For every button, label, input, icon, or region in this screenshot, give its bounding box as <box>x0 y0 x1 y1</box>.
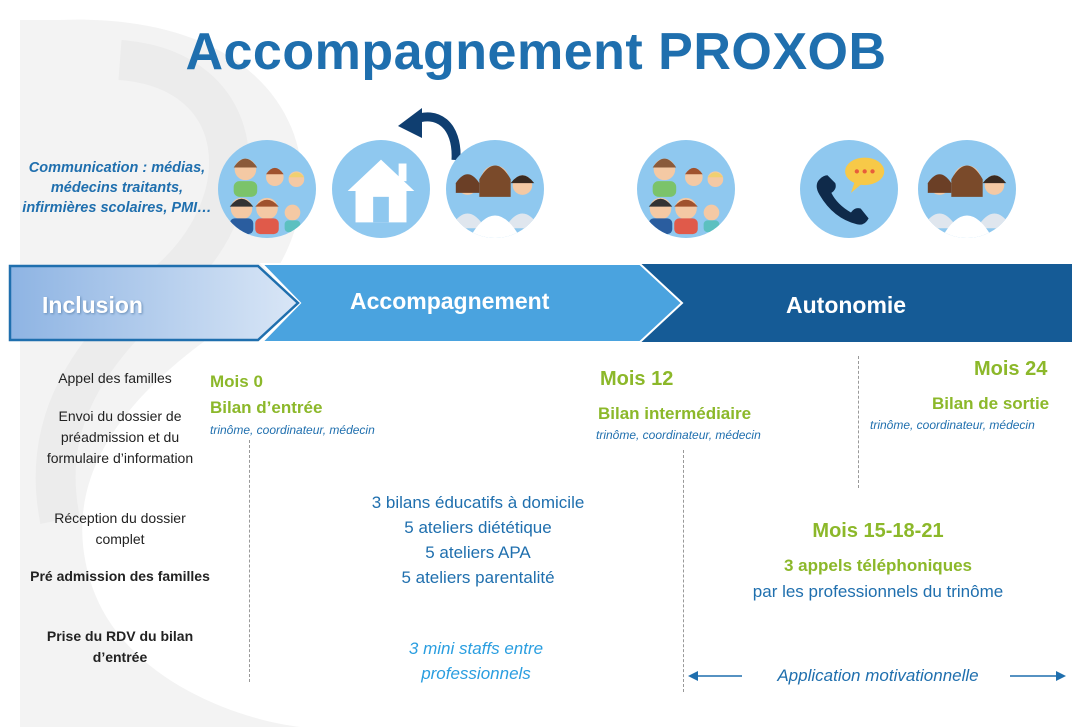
step-accompagnement-shape <box>259 263 684 343</box>
activity-4: 5 ateliers parentalité <box>401 568 555 587</box>
divider-mois12 <box>683 450 684 692</box>
home-icon <box>332 140 430 238</box>
activity-3: 5 ateliers APA <box>425 543 531 562</box>
mois24-label: Mois 24 <box>974 358 1048 380</box>
step-autonomie-shape <box>640 264 1072 342</box>
mois15-label: Mois 15-18-21 <box>812 520 944 542</box>
divider-mois0 <box>249 440 250 682</box>
mois12-bilan: Bilan intermédiaire <box>598 404 752 423</box>
left-item-appel: Appel des familles <box>58 370 172 386</box>
activity-2: 5 ateliers diététique <box>404 518 552 537</box>
mois15-calls: 3 appels téléphoniques <box>784 556 972 575</box>
process-chevrons <box>8 263 1072 343</box>
double-arrow <box>688 671 1066 681</box>
family-icon-2 <box>637 140 735 238</box>
communication-text: Communication : médias, médecins traitan… <box>22 160 212 216</box>
mois12-label: Mois 12 <box>600 368 674 390</box>
app-motivationnelle: Application motivationnelle <box>777 666 979 685</box>
left-item-preadmission: Pré admission des familles <box>30 568 210 584</box>
left-item-envoi: Envoi du dossier de préadmission et du f… <box>46 408 194 466</box>
mois0-label: Mois 0 <box>210 372 263 391</box>
page-title: Accompagnement PROXOB <box>185 23 887 81</box>
mois24-who: trinôme, coordinateur, médecin <box>870 418 1035 432</box>
left-item-reception: Réception du dossier complet <box>54 510 186 547</box>
mois12-who: trinôme, coordinateur, médecin <box>596 428 761 442</box>
step-autonomie: Autonomie <box>786 292 907 318</box>
step-inclusion: Inclusion <box>42 292 143 318</box>
left-item-rdv: Prise du RDV du bilan d’entrée <box>46 628 194 665</box>
activities-list: 3 bilans éducatifs à domicile 5 ateliers… <box>318 490 638 590</box>
family-icon <box>218 140 316 238</box>
mois24-bilan: Bilan de sortie <box>932 394 1050 413</box>
professionals-icon <box>446 140 544 238</box>
mois0-bilan: Bilan d’entrée <box>210 398 323 417</box>
professionals-icon-2 <box>918 140 1016 238</box>
divider-mois24 <box>858 356 859 488</box>
phone-chat-icon <box>800 140 898 238</box>
step-inclusion-shape <box>8 264 300 342</box>
curved-arrow-icon <box>398 108 461 161</box>
activity-1: 3 bilans éducatifs à domicile <box>371 493 585 512</box>
mois0-who: trinôme, coordinateur, médecin <box>210 423 375 437</box>
mois15-by: par les professionnels du trinôme <box>752 582 1004 601</box>
step-accompagnement: Accompagnement <box>350 288 550 314</box>
mini-staffs-text: 3 mini staffs entre professionnels <box>408 639 544 683</box>
